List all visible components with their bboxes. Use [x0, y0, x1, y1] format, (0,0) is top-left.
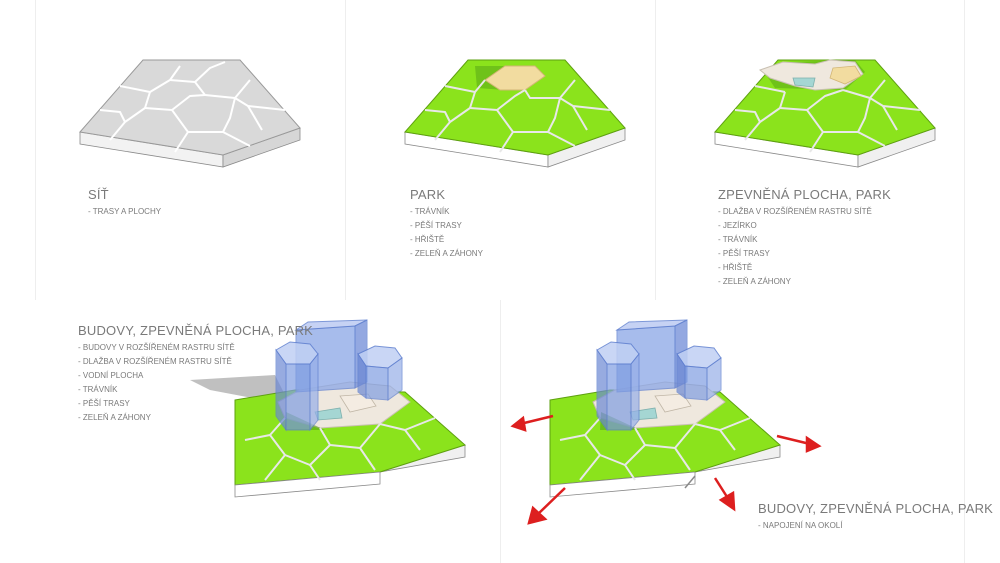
caption-title: ZPEVNĚNÁ PLOCHA, PARK: [718, 187, 892, 202]
caption-item: - PĚŠÍ TRASY: [718, 249, 770, 258]
caption-title: PARK: [410, 187, 446, 202]
caption-item: - PĚŠÍ TRASY: [410, 221, 462, 230]
caption-title: BUDOVY, ZPEVNĚNÁ PLOCHA, PARK: [78, 323, 314, 338]
diagram-plaza-park: [714, 59, 936, 168]
caption-title: SÍŤ: [88, 187, 109, 202]
caption-item: - TRASY A PLOCHY: [88, 207, 162, 216]
caption-item: - PĚŠÍ TRASY: [78, 399, 130, 408]
caption-item: - NAPOJENÍ NA OKOLÍ: [758, 521, 843, 530]
caption-item: - HŘIŠTĚ: [718, 263, 753, 272]
caption-item: - TRÁVNÍK: [410, 207, 450, 216]
caption-buildings: BUDOVY, ZPEVNĚNÁ PLOCHA, PARK - BUDOVY V…: [78, 323, 313, 425]
caption-buildings-connections: BUDOVY, ZPEVNĚNÁ PLOCHA, PARK - NAPOJENÍ…: [758, 501, 993, 533]
caption-item: - BUDOVY V ROZŠÍŘENÉM RASTRU SÍTĚ: [78, 343, 235, 352]
caption-item: - VODNÍ PLOCHA: [78, 371, 144, 380]
divider-bottom-mid: [500, 300, 501, 563]
caption-item: - TRÁVNÍK: [78, 385, 118, 394]
diagram-buildings-connections: [510, 319, 822, 525]
caption-network: SÍŤ - TRASY A PLOCHY: [88, 187, 161, 219]
diagram-park: [404, 59, 626, 168]
caption-item: - ZELEŇ A ZÁHONY: [718, 277, 791, 286]
divider-right: [964, 0, 965, 563]
divider-top-right: [655, 0, 656, 300]
diagram-network: [79, 59, 301, 168]
caption-title: BUDOVY, ZPEVNĚNÁ PLOCHA, PARK: [758, 501, 994, 516]
divider-top-left: [35, 0, 36, 300]
divider-top-mid: [345, 0, 346, 300]
caption-item: - ZELEŇ A ZÁHONY: [410, 249, 483, 258]
caption-park: PARK - TRÁVNÍK - PĚŠÍ TRASY - HŘIŠTĚ - Z…: [410, 187, 483, 261]
caption-item: - JEZÍRKO: [718, 221, 757, 230]
caption-item: - DLAŽBA V ROZŠÍŘENÉM RASTRU SÍTĚ: [718, 207, 872, 216]
diagram-buildings: [190, 319, 466, 498]
caption-plaza-park: ZPEVNĚNÁ PLOCHA, PARK - DLAŽBA V ROZŠÍŘE…: [718, 187, 891, 289]
caption-item: - HŘIŠTĚ: [410, 235, 445, 244]
connection-arrows: [510, 414, 822, 525]
caption-item: - ZELEŇ A ZÁHONY: [78, 413, 151, 422]
caption-item: - DLAŽBA V ROZŠÍŘENÉM RASTRU SÍTĚ: [78, 357, 232, 366]
caption-item: - TRÁVNÍK: [718, 235, 758, 244]
